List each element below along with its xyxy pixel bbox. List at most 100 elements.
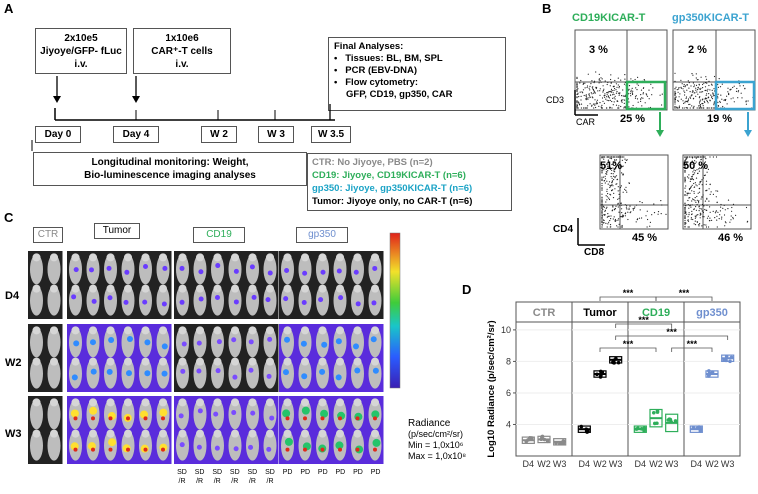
data-point: [540, 434, 545, 439]
flow-event-dot: [661, 204, 663, 206]
pct-cd19-cd4: 51%: [600, 160, 623, 172]
flow-event-dot: [604, 96, 606, 98]
mouse-image: [228, 430, 242, 461]
bli-signal: [372, 265, 378, 271]
mouse-head: [106, 253, 115, 262]
flow-event-dot: [613, 93, 615, 96]
flow-event-dot: [718, 218, 720, 220]
flow-event-dot: [698, 225, 700, 227]
flow-event-dot: [675, 96, 677, 98]
flow-event-dot: [602, 100, 604, 102]
flow-event-dot: [724, 209, 726, 211]
flow-event-dot: [606, 156, 608, 158]
flow-event-dot: [693, 223, 695, 225]
flow-event-dot: [607, 81, 609, 84]
flow-event-dot: [628, 88, 630, 90]
flow-event-dot: [642, 93, 644, 95]
flow-event-dot: [612, 92, 614, 94]
tick-label: D4: [523, 459, 535, 469]
flow-event-dot: [603, 158, 605, 160]
bli-signal-hot: [320, 447, 325, 452]
flow-event-dot: [716, 226, 718, 228]
flow-event-dot: [586, 86, 588, 89]
mouse-head: [283, 357, 292, 366]
facet-panel: [683, 321, 741, 457]
mouse-head: [159, 429, 167, 438]
flow-event-dot: [685, 96, 688, 98]
mouse-head: [371, 284, 379, 293]
data-point: [579, 424, 584, 429]
pct-gp350-cd4: 50 %: [683, 160, 709, 172]
flow-event-dot: [684, 100, 686, 102]
flow-event-dot: [733, 85, 735, 87]
flow-event-dot: [689, 204, 691, 206]
flow-event-dot: [684, 86, 686, 88]
flow-event-dot: [730, 88, 732, 90]
flow-event-dot: [686, 194, 688, 196]
flow-event-dot: [727, 91, 729, 93]
flow-event-dot: [576, 77, 578, 79]
flow-event-dot: [696, 156, 698, 158]
bli-signal: [108, 337, 115, 344]
flow-event-dot: [631, 92, 633, 94]
flow-event-dot: [576, 106, 578, 109]
flow-event-dot: [601, 176, 603, 178]
flow-event-dot: [620, 185, 623, 187]
flow-event-dot: [586, 107, 588, 109]
flow-event-dot: [610, 226, 612, 228]
row-label-d4: D4: [5, 290, 20, 302]
data-point: [557, 441, 562, 446]
flow-event-dot: [674, 80, 676, 82]
flow-event-dot: [597, 90, 599, 92]
flow-event-dot: [581, 91, 583, 93]
flow-event-dot: [585, 96, 588, 98]
flow-event-dot: [698, 83, 700, 85]
flow-event-dot: [720, 203, 722, 206]
flow-event-dot: [610, 156, 612, 158]
bli-signal: [197, 408, 203, 414]
flow-event-dot: [738, 83, 740, 85]
bli-signal: [180, 368, 186, 374]
mouse-head: [89, 284, 97, 293]
flow-event-dot: [611, 180, 614, 182]
flow-event-dot: [700, 198, 702, 200]
flow-event-dot: [621, 159, 624, 161]
flow-event-dot: [714, 212, 717, 214]
bli-signal: [267, 270, 273, 276]
flow-event-dot: [687, 98, 690, 100]
flow-event-dot: [620, 100, 623, 102]
mouse-image: [30, 285, 43, 316]
mouse-head: [283, 429, 292, 438]
flow-event-dot: [688, 82, 690, 84]
flow-event-dot: [694, 160, 696, 162]
bli-signal: [282, 409, 291, 418]
flow-event-dot: [696, 221, 699, 223]
flow-event-dot: [607, 170, 609, 172]
mouse-head: [248, 284, 257, 293]
flow-event-dot: [687, 199, 689, 202]
flow-event-dot: [591, 80, 593, 82]
flow-event-dot: [721, 98, 723, 100]
flow-event-dot: [695, 73, 697, 75]
flow-event-dot: [742, 85, 745, 87]
flow-event-dot: [711, 95, 713, 97]
flow-event-dot: [707, 215, 710, 217]
flow-event-dot: [684, 187, 686, 189]
flow-event-dot: [693, 208, 695, 211]
flow-event-dot: [699, 182, 701, 184]
bli-signal: [335, 374, 342, 381]
flow-event-dot: [684, 102, 686, 104]
data-point: [585, 430, 589, 434]
flow-event-dot: [744, 88, 746, 90]
flow-event-dot: [582, 107, 585, 109]
mouse-image: [351, 254, 364, 285]
mouse-image: [211, 285, 224, 316]
tick-label: W2: [593, 459, 607, 469]
mouse-head: [371, 357, 379, 366]
mouse-head: [336, 429, 344, 438]
flow-event-dot: [598, 79, 600, 81]
bli-signal: [178, 413, 184, 419]
flow-event-dot: [608, 156, 610, 158]
flow-event-dot: [640, 98, 642, 100]
flow-event-dot: [601, 226, 603, 228]
